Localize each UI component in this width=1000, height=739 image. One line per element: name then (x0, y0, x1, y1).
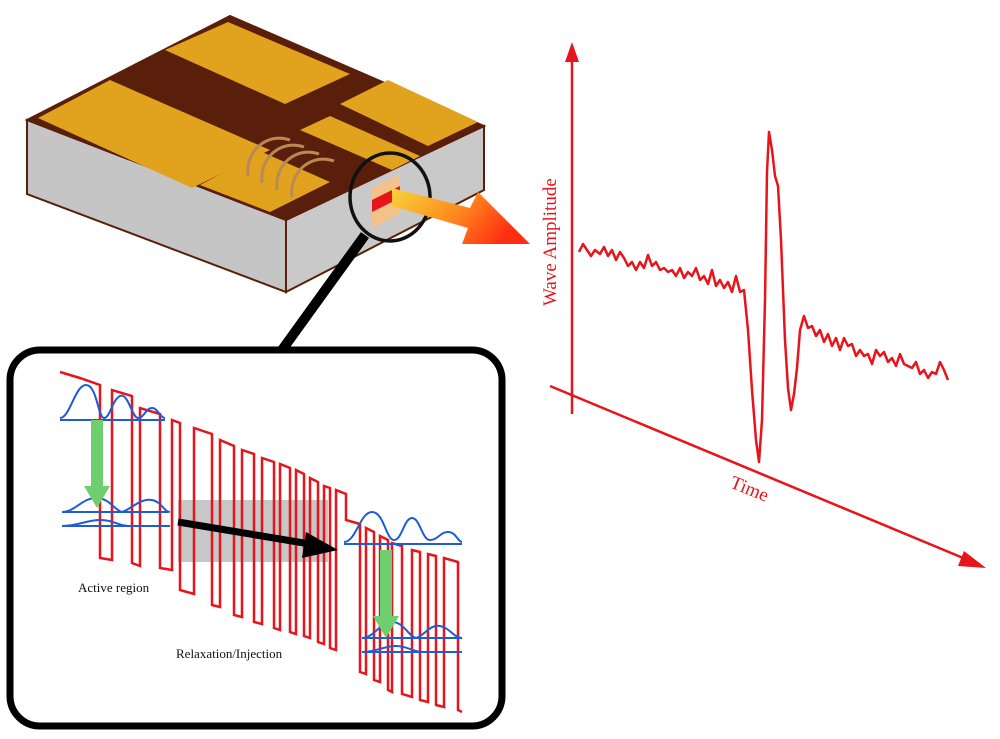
right-active-region (343, 510, 463, 653)
bond-wires (246, 136, 335, 198)
waveform-plot: Wave Amplitude Time (540, 42, 986, 568)
gold-pad-front (200, 152, 330, 212)
ridge-strip (232, 88, 344, 136)
signal-trace (577, 130, 950, 464)
chip-top-face (24, 14, 487, 222)
gold-pad-right-strip (300, 116, 420, 170)
magnifier-circle (348, 151, 432, 243)
y-axis-arrowhead (565, 42, 579, 62)
relaxation-injection-label: Relaxation/Injection (176, 646, 283, 661)
gold-pad-back (165, 22, 350, 104)
y-axis-label: Wave Amplitude (540, 178, 561, 306)
transport-arrow (177, 518, 338, 558)
gold-pad-left (38, 80, 270, 188)
laser-chip (24, 14, 530, 294)
gold-pad-right (340, 80, 478, 146)
x-axis (549, 384, 969, 562)
active-region-label: Active region (78, 580, 150, 595)
emission-arrow (392, 188, 530, 244)
conduction-band-profile (59, 370, 463, 714)
band-diagram-inset: Active region Relaxation/Injection (6, 346, 506, 730)
magnifier-leader-line (277, 232, 370, 353)
x-axis-label: Time (727, 472, 771, 506)
x-axis-arrowhead (958, 551, 986, 568)
left-active-region (59, 383, 171, 527)
